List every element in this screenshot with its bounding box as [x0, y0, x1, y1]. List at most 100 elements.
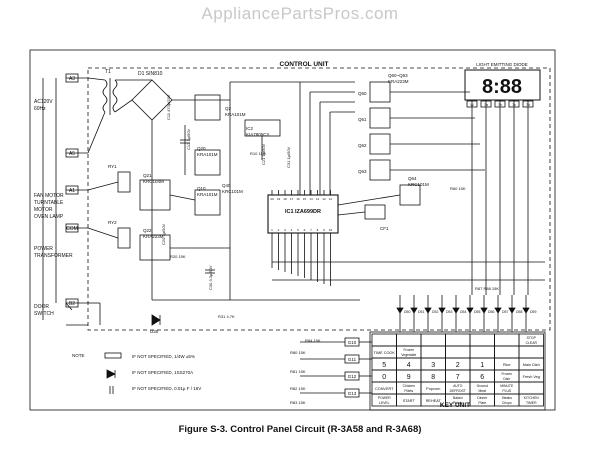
key-unit-border [369, 331, 546, 411]
schematic-label: R80 15K [290, 350, 306, 355]
diode-label: D50 [404, 310, 410, 314]
diode-symbol [396, 307, 404, 314]
diode-label: D53 [446, 310, 452, 314]
terminal-label: A3 [69, 76, 75, 82]
schematic-label: KRA101M [197, 192, 218, 197]
schematic-label: C11 470µ/25V [166, 94, 171, 120]
keypad-key-label: 8 [431, 374, 435, 381]
keypad-key-label: Dinner [477, 396, 488, 400]
keypad-key-label: Fillets [404, 389, 413, 393]
fan-motor-label: FAN MOTOR [34, 193, 64, 199]
ic-pin-number: 7 [310, 228, 312, 232]
schematic-label: Q22 [143, 228, 152, 233]
schematic-label: R60 15K [450, 186, 466, 191]
ic-pin-number: 8 [317, 228, 319, 232]
terminal-box [65, 298, 79, 308]
keypad-key-label: DEFROST [450, 389, 466, 393]
schematic-label: Q10 [197, 186, 206, 191]
keypad-key-label: POWER [378, 396, 391, 400]
ac-input-label: 60Hz [34, 106, 46, 112]
keypad-key-label: Main Dish [523, 363, 540, 367]
watermark: AppliancePartsPros.com [201, 4, 399, 23]
schematic-label: KRA101M [225, 112, 246, 117]
segment-pin-box [466, 100, 478, 108]
note-line: IF NOT SPECIFIED, 1SS270A [132, 370, 193, 375]
ic-pin-number: 9 [323, 228, 325, 232]
keypad-cell [494, 333, 520, 347]
keypad-key-label: TIMER [526, 401, 537, 405]
keypad-key-label: 2 [456, 362, 460, 369]
keypad-key-label: 4 [407, 362, 411, 369]
schematic-label: Q60~Q63 [388, 73, 408, 78]
keypad-cell [518, 381, 544, 395]
diode-symbol [508, 307, 516, 314]
ic-pin-number: 4 [291, 228, 293, 232]
segment-pin-label: W [470, 103, 474, 107]
diode-label: D56 [488, 310, 494, 314]
key-terminal-label: G11 [348, 357, 357, 362]
diode-label: D54 [460, 310, 466, 314]
keypad-key-label: TIME COOK [374, 351, 396, 355]
schematic-label: KRC101M [222, 189, 243, 194]
diode-symbol [424, 307, 432, 314]
schematic-label: R82 15K [290, 386, 306, 391]
fan-motor-label: TURNTABLE [34, 200, 64, 206]
ic-pin-number: 15 [303, 197, 307, 201]
schematic-label: T1 [105, 69, 111, 75]
terminal-box [65, 223, 79, 233]
schematic-label: KIA7805CY [246, 132, 270, 137]
terminal-box [65, 185, 79, 195]
schematic-label: Q21 [143, 173, 152, 178]
schematic-label: C12 1µ/50V [186, 128, 191, 150]
keypad-key-label: Meat [478, 389, 486, 393]
keypad-key-label: 9 [407, 374, 411, 381]
diagram-frame [29, 49, 556, 411]
keypad-key-label: 0 [382, 374, 386, 381]
keypad-key-label: Dish [503, 377, 510, 381]
keypad-cell [420, 333, 446, 347]
diode-symbol [494, 307, 502, 314]
keypad-cell [494, 345, 520, 359]
keypad-key-label: Potato [453, 401, 463, 405]
schematic-label: C30 3.3µ/50V [208, 265, 213, 290]
keypad-key-label: 6 [480, 374, 484, 381]
schematic-label: D30 [150, 329, 159, 334]
schematic-label: Q40 [222, 183, 231, 188]
key-terminal-label: G13 [348, 391, 357, 396]
power-transformer-label: POWER [34, 246, 53, 252]
ic-pin-number: 17 [290, 197, 294, 201]
diode-label: D51 [418, 310, 424, 314]
keypad-key-label: Plate [478, 401, 486, 405]
keypad-key-label: Rice [503, 363, 511, 367]
segment-pin-box [522, 100, 534, 108]
led-display-box [464, 69, 541, 101]
schematic-label: Q20 [197, 146, 206, 151]
diode-label: D52 [432, 310, 438, 314]
terminal-label: A5 [69, 151, 75, 157]
schematic-label: KRA223M [143, 234, 164, 239]
ic1-label: IZA699DR [295, 209, 321, 215]
ic-pin-number: 13 [316, 197, 320, 201]
key-terminal-label: G12 [348, 374, 357, 379]
ic-pin-number: 20 [270, 197, 274, 201]
power-transformer-label: TRANSFORMER [34, 253, 73, 259]
keypad-cell [469, 333, 495, 347]
ic-pin-number: 10 [329, 228, 333, 232]
figure-caption: Figure S-3. Control Panel Circuit (R-3A5… [178, 424, 422, 435]
keypad-key-label: Vegetable [401, 353, 416, 357]
segment-pin-label: 7d [526, 103, 530, 107]
keypad-key-label: REHEAT [426, 399, 442, 403]
segment-pin-label: 7c [512, 103, 516, 107]
schematic-label: Q61 [358, 117, 367, 122]
ic-pin-number: 11 [329, 197, 332, 201]
key-terminal-label: G10 [348, 340, 357, 345]
schematic-label: Q62 [358, 143, 367, 148]
diode-symbol [522, 307, 530, 314]
schematic-label: R83 15K [290, 400, 306, 405]
keypad-cell [469, 345, 495, 359]
keypad-key-label: 3 [431, 362, 435, 369]
diode-symbol [480, 307, 488, 314]
terminal-label: B2 [69, 301, 75, 307]
ic-pin-number: 6 [304, 228, 306, 232]
